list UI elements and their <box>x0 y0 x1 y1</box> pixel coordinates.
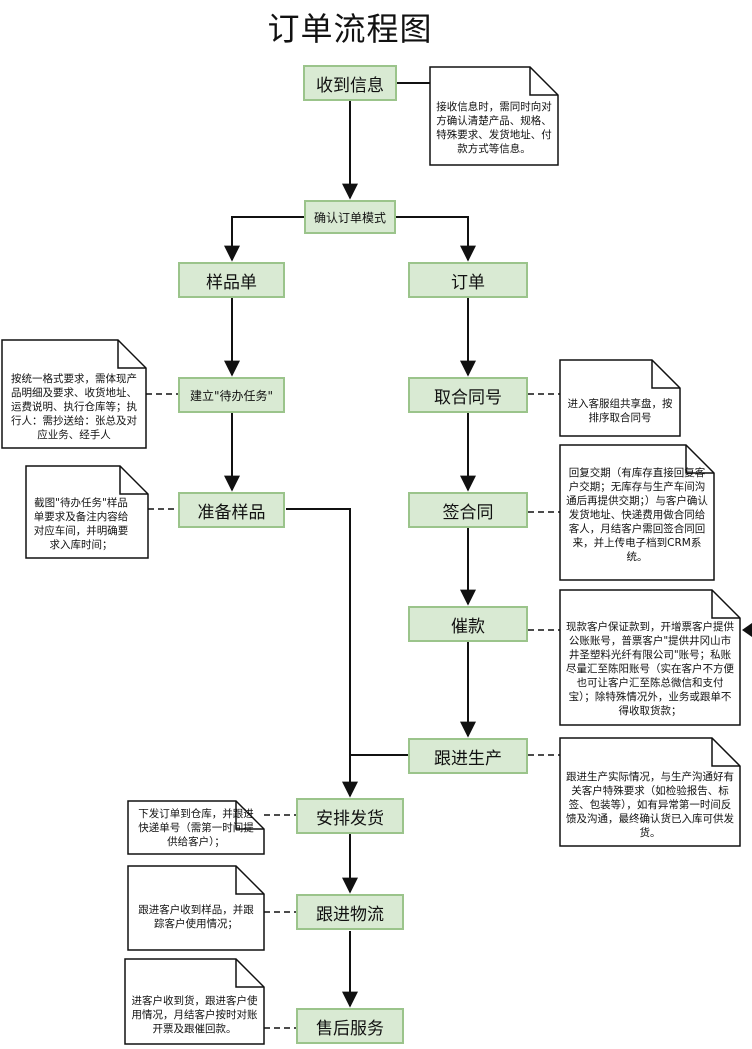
note-fold-production <box>711 738 740 767</box>
node-follow-logistics: 跟进物流 <box>296 894 404 930</box>
arrow-confirm-to-sample <box>224 216 304 262</box>
note-shape-task <box>1 339 147 449</box>
note-arrange-shipment: 下发订单到仓库，并跟进快递单号（需第一时间提供给客户）； <box>138 807 254 848</box>
note-fold-sign <box>685 445 714 474</box>
note-shape-sign <box>559 444 715 581</box>
note-sign-contract: 回复交期（有库存直接回复客户交期；无库存与生产车间沟通后再提供交期；）与客户确认… <box>566 466 708 563</box>
note-fold-receive <box>529 67 558 96</box>
note-fold-aftersales <box>235 959 264 988</box>
node-payment-urge: 催款 <box>408 606 528 642</box>
note-after-sales: 进客户收到货，跟进客户使用情况，月结客户按时对账开票及跟催回款。 <box>131 994 258 1035</box>
note-shape-prepare <box>25 465 149 559</box>
note-fold-shipment <box>235 801 264 830</box>
node-after-sales: 售后服务 <box>296 1008 404 1044</box>
note-shape-logistics <box>127 865 265 951</box>
note-payment-urge: 现款客户保证款到，开增票客户提供公账账号，普票客户"提供井冈山市井圣塑料光纤有限… <box>566 620 734 717</box>
note-prepare-sample: 截图"待办任务"样品单要求及备注内容给对应车间，并明确要求入库时间； <box>33 497 129 551</box>
note-shape-payment <box>559 589 741 726</box>
arrow-prepare-to-shipment <box>286 508 358 798</box>
note-shape-production <box>559 737 741 847</box>
node-order: 订单 <box>408 262 528 298</box>
edge-arrow-marker <box>742 623 752 637</box>
page-title: 订单流程图 <box>267 10 433 48</box>
note-fold-payment <box>711 590 740 619</box>
node-receive-info: 收到信息 <box>303 65 397 101</box>
note-create-task: 按统一格式要求，需体现产品明细及要求、收货地址、运费说明、执行仓库等；执行人：需… <box>11 373 137 441</box>
arrow-confirm-to-order <box>396 216 476 262</box>
node-create-task: 建立"待办任务" <box>178 377 285 413</box>
note-shape-contractno <box>559 359 681 437</box>
node-follow-production: 跟进生产 <box>408 738 528 774</box>
note-follow-logistics: 跟进客户收到样品，并跟踪客户使用情况； <box>138 904 254 930</box>
note-contract-no: 进入客服组共享盘，按排序取合同号 <box>567 398 673 424</box>
node-prepare-sample: 准备样品 <box>178 492 285 528</box>
note-shape-shipment <box>127 800 265 855</box>
node-confirm-mode: 确认订单模式 <box>304 200 396 234</box>
note-shape-receive <box>429 66 559 166</box>
node-sign-contract: 签合同 <box>408 492 528 528</box>
node-sample-order: 样品单 <box>178 262 285 298</box>
note-shape-aftersales <box>124 958 265 1045</box>
note-receive-info: 接收信息时，需同时向对方确认清楚产品、规格、特殊要求、发货地址、付款方式等信息。 <box>436 100 552 155</box>
note-fold-prepare <box>119 466 148 495</box>
note-fold-contractno <box>651 360 680 389</box>
note-fold-logistics <box>235 866 264 895</box>
note-fold-task <box>117 340 146 369</box>
node-arrange-shipment: 安排发货 <box>296 798 404 834</box>
node-contract-no: 取合同号 <box>408 377 528 413</box>
note-follow-production: 跟进生产实际情况，与生产沟通好有关客户特殊要求（如检验报告、标签、包装等），如有… <box>566 771 734 839</box>
